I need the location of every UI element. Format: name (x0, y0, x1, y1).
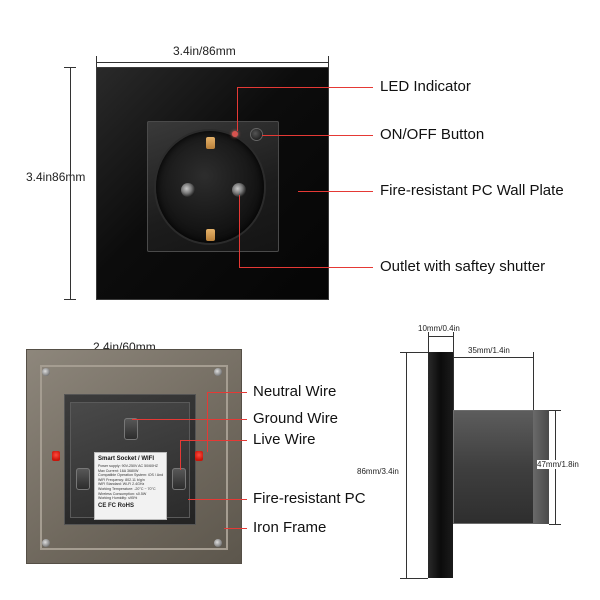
led-indicator-light (232, 131, 238, 137)
neutral-wire-marker (52, 451, 60, 461)
live-callout-line-h (180, 440, 247, 441)
callout-live-wire: Live Wire (253, 431, 316, 448)
callout-outlet-shutter: Outlet with saftey shutter (380, 258, 546, 275)
callout-fire-resistant-pc: Fire-resistant PC (253, 490, 366, 507)
side-height-line (406, 352, 407, 578)
ground-terminal (124, 418, 138, 440)
front-height-tick-bottom (64, 299, 76, 300)
wall-plate-callout-line (298, 191, 373, 192)
front-height-label: 3.4in86mm (26, 170, 86, 184)
outlet-callout-line-h (239, 267, 373, 268)
side-wall-plate (428, 352, 453, 578)
front-height-dimension-line (70, 67, 71, 299)
ground-clip-bottom (206, 229, 215, 241)
info-line: Wireless Consumption: ≤0.5W (98, 491, 147, 496)
front-height-tick-top (64, 67, 76, 68)
led-callout-line-v (237, 87, 238, 131)
frame-screw-bottom-right (214, 539, 222, 547)
info-line: Working Temperature: -20°C ~ 70°C (98, 486, 156, 491)
info-line: Power supply: 90V-250V AC 50/60HZ (98, 464, 158, 468)
live-wire-marker (195, 451, 203, 461)
callout-led-indicator: LED Indicator (380, 78, 471, 95)
info-line: Compatible Operation System: iOS / Andro… (98, 473, 163, 478)
outlet-pin-hole-left (181, 183, 195, 197)
side-box-height-tick-top (549, 410, 561, 411)
front-width-label: 3.4in/86mm (173, 44, 236, 58)
callout-on-off-button: ON/OFF Button (380, 126, 485, 143)
info-line: Working Humidity: ≤95% (98, 496, 138, 501)
front-width-dimension-line (96, 62, 329, 63)
front-width-tick-left (96, 56, 97, 67)
info-line: Max Current: 16A 3680W (98, 468, 139, 473)
side-height-tick-top (400, 352, 428, 353)
neutral-callout-line-h (207, 392, 247, 393)
live-callout-line-v (180, 440, 181, 470)
live-terminal (172, 468, 186, 490)
info-card-title: Smart Socket / WIFI (98, 456, 155, 462)
iron-frame-border (40, 365, 228, 550)
callout-ground-wire: Ground Wire (253, 410, 339, 427)
side-box-height-label: 47mm/1.8in (537, 460, 579, 469)
neutral-terminal (76, 468, 90, 490)
certification-marks: CE FC RoHS (98, 502, 134, 509)
side-thickness-label: 10mm/0.4in (418, 324, 460, 333)
side-thickness-line (428, 336, 453, 337)
callout-iron-frame: Iron Frame (253, 519, 327, 536)
side-height-tick-bottom (400, 578, 428, 579)
info-line: WiFi Standard: Wi-Fi 2.4GHz (98, 482, 145, 487)
frame-screw-top-right (214, 368, 222, 376)
neutral-callout-line-v (207, 392, 208, 452)
frame-screw-bottom-left (42, 539, 50, 547)
button-callout-line (262, 135, 373, 136)
product-info-label: Smart Socket / WIFI Power supply: 90V-25… (94, 452, 167, 520)
callout-neutral-wire: Neutral Wire (253, 383, 337, 400)
front-width-tick-right (328, 56, 329, 67)
ground-clip-top (206, 137, 215, 149)
led-callout-line-h (237, 87, 373, 88)
info-line: WiFi Frequency: 802.11 b/g/n (98, 477, 145, 482)
ground-callout-line (132, 419, 247, 420)
side-height-label: 86mm/3.4in (357, 467, 399, 476)
outlet-pin-hole-right (232, 183, 246, 197)
frame-callout-line (224, 528, 247, 529)
frame-screw-top-left (42, 368, 50, 376)
side-thickness-tick-right (453, 332, 454, 410)
callout-wall-plate: Fire-resistant PC Wall Plate (380, 182, 564, 199)
side-box-height-tick-bottom (549, 524, 561, 525)
on-off-button[interactable] (251, 129, 262, 140)
side-depth-label: 35mm/1.4in (468, 346, 510, 355)
outlet-callout-line-v (239, 195, 240, 267)
side-thickness-tick-left (428, 332, 429, 352)
side-depth-tick-right (533, 352, 534, 410)
side-depth-line (453, 357, 533, 358)
pc-callout-line (188, 499, 247, 500)
outlet-socket (156, 131, 264, 243)
